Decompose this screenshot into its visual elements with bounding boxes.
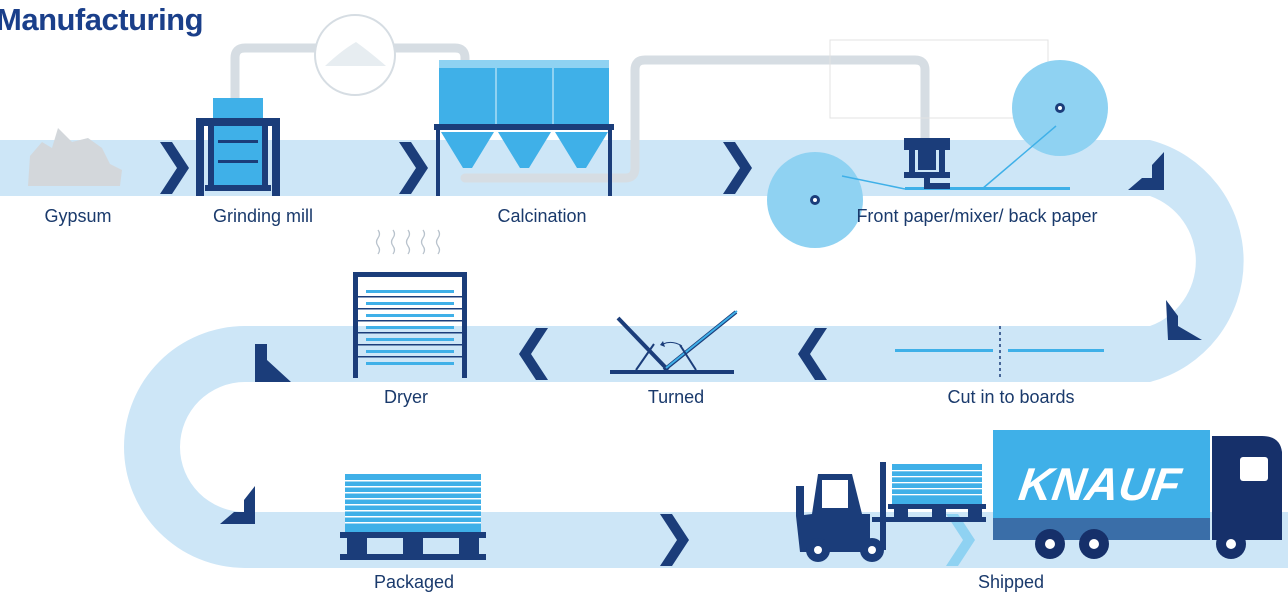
grinding-mill-icon: [196, 98, 280, 196]
forklift-icon: [796, 462, 986, 562]
step-label-dryer: Dryer: [384, 387, 428, 407]
step-label-grinding-mill: Grinding mill: [212, 206, 314, 226]
corner-arrow-icon: [1166, 300, 1202, 340]
step-label-cut: Cut in to boards: [947, 387, 1075, 407]
page-title: Manufacturing: [0, 2, 204, 37]
arrow-right-icon: [399, 142, 428, 194]
packaged-pallet-icon: [340, 474, 486, 560]
step-label-paper-mixer: Front paper/mixer/ back paper: [856, 206, 1098, 226]
step-label-calcination: Calcination: [497, 206, 587, 226]
arrow-right-icon: [660, 514, 689, 566]
gypsum-rock-icon: [28, 128, 122, 186]
mixer-icon: [904, 138, 950, 189]
arrow-right-icon: [160, 142, 189, 194]
corner-arrow-icon: [1128, 152, 1164, 190]
arrow-right-faded-icon: [946, 514, 975, 566]
turned-board-icon: [610, 310, 738, 374]
corner-arrow-icon: [220, 486, 255, 524]
paper-rolls-icon: [767, 60, 1108, 248]
step-label-shipped: Shipped: [977, 572, 1045, 592]
dryer-icon: [353, 229, 467, 378]
truck-icon: [993, 430, 1282, 559]
cut-boards-icon: [895, 326, 1104, 378]
corner-arrow-icon: [255, 344, 291, 382]
arrow-right-icon: [723, 142, 752, 194]
arrow-left-icon: [519, 328, 548, 380]
brand-logo: KNAUF: [1016, 458, 1186, 510]
calcination-silos-icon: [434, 60, 614, 196]
arrow-left-icon: [798, 328, 827, 380]
powder-pile-icon: [325, 42, 386, 66]
step-label-gypsum: Gypsum: [44, 206, 112, 226]
step-label-packaged: Packaged: [373, 572, 455, 592]
step-label-turned: Turned: [647, 387, 705, 407]
